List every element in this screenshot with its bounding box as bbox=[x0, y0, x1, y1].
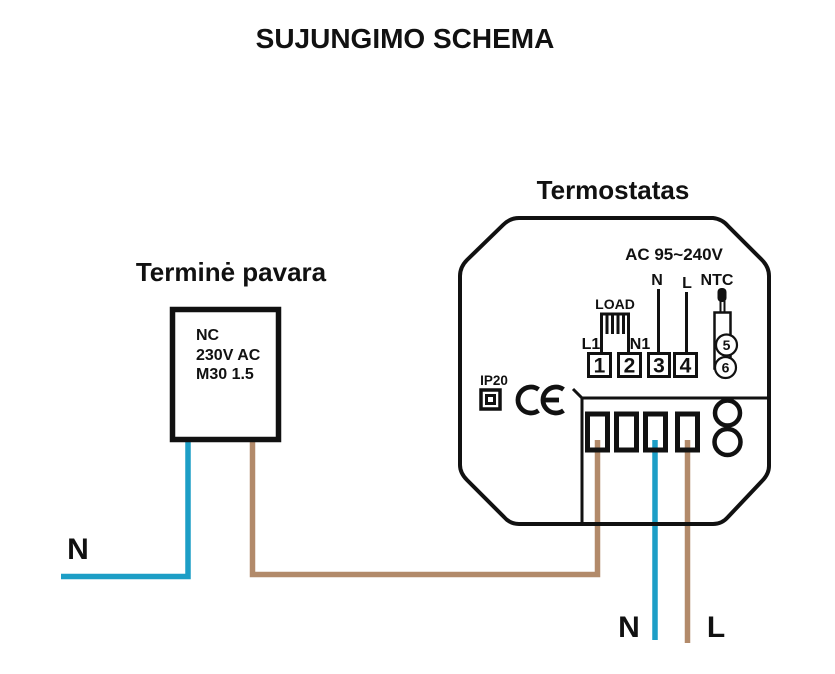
ip20-icon bbox=[479, 388, 502, 411]
sensor-terminal-6 bbox=[713, 355, 738, 380]
actuator-load-wire bbox=[249, 440, 601, 578]
thermostat-outline bbox=[458, 216, 771, 526]
page-title: SUJUNGIMO SCHEMA bbox=[256, 23, 555, 54]
ip20-label: IP20 bbox=[480, 373, 508, 388]
line-bottom-label: L bbox=[707, 611, 725, 644]
terminal-4-box bbox=[673, 352, 698, 378]
n-terminal-label: N bbox=[651, 272, 663, 289]
terminal-2-box bbox=[617, 352, 642, 378]
terminal-slot-1 bbox=[585, 411, 610, 453]
l1-label: L1 bbox=[582, 336, 601, 353]
actuator-spec-line1: NC bbox=[196, 327, 220, 344]
thermostat-title: Termostatas bbox=[537, 175, 690, 205]
actuator-title: Terminė pavara bbox=[136, 257, 327, 287]
sensor-terminal-5 bbox=[714, 333, 739, 357]
terminal-3-number: 3 bbox=[653, 355, 665, 378]
fixing-hole-bottom bbox=[712, 426, 743, 458]
load-heater-icon bbox=[600, 312, 630, 352]
load-label: LOAD bbox=[595, 296, 635, 312]
terminal-block bbox=[571, 387, 768, 523]
sensor-terminal-5-number: 5 bbox=[723, 337, 731, 353]
terminal-slot-2 bbox=[614, 411, 639, 453]
terminal-slot-4 bbox=[675, 411, 700, 453]
voltage-rating-label: AC 95~240V bbox=[625, 245, 723, 264]
actuator-spec-line2: 230V AC bbox=[196, 347, 261, 364]
terminal-slot-3 bbox=[643, 411, 668, 453]
actuator-box bbox=[169, 306, 282, 443]
sensor-terminal-6-number: 6 bbox=[722, 360, 730, 376]
ce-mark-icon bbox=[515, 384, 565, 416]
terminal-1-number: 1 bbox=[594, 355, 606, 378]
terminal-1-box bbox=[587, 352, 612, 378]
actuator-spec-line3: M30 1.5 bbox=[196, 366, 254, 383]
terminal-3-box bbox=[647, 352, 671, 378]
l-terminal-label: L bbox=[682, 275, 692, 292]
actuator-neutral-wire bbox=[61, 441, 191, 580]
neutral-left-label: N bbox=[67, 533, 89, 566]
neutral-bottom-label: N bbox=[618, 611, 640, 644]
n1-label: N1 bbox=[630, 336, 651, 353]
terminal-2-number: 2 bbox=[624, 355, 636, 378]
ntc-label: NTC bbox=[701, 272, 734, 289]
terminal-4-number: 4 bbox=[680, 355, 692, 378]
fixing-hole-top bbox=[712, 398, 743, 428]
